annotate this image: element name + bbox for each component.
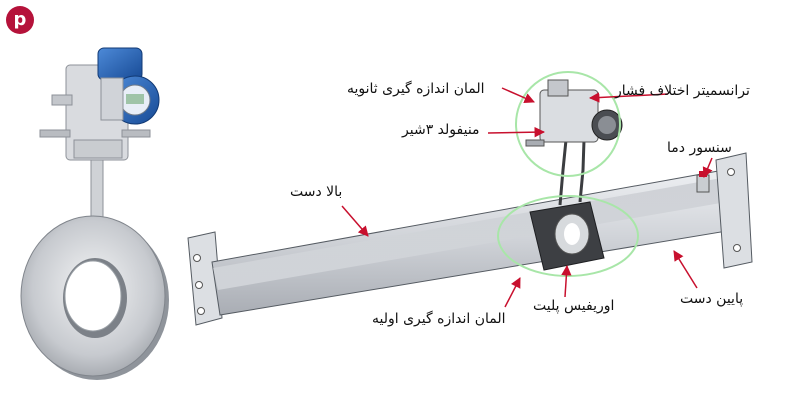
pipe-assembly (187, 152, 753, 326)
impulse-lines (558, 139, 586, 206)
orifice-ring-icon (20, 215, 169, 380)
manifold-icon (525, 79, 623, 147)
label-transmitter: ترانسمیتر اختلاف فشار (615, 83, 750, 99)
callout-arrows (341, 87, 713, 308)
brand-logo: p (6, 6, 34, 34)
secondary-element-highlight (515, 71, 621, 177)
label-temp-sensor: سنسور دما (667, 140, 732, 156)
label-primary-element: المان اندازه گیری اولیه (372, 311, 506, 327)
label-orifice-plate: اوریفیس پلیت (533, 298, 615, 314)
transmitter-product-icon (39, 47, 160, 221)
label-manifold: منیفولد ۳شیر (402, 122, 480, 138)
label-upstream: بالا دست (290, 184, 343, 200)
primary-element-highlight (497, 195, 639, 277)
label-downstream: پایین دست (680, 291, 744, 307)
label-secondary-element: المان اندازه گیری ثانویه (347, 81, 485, 97)
